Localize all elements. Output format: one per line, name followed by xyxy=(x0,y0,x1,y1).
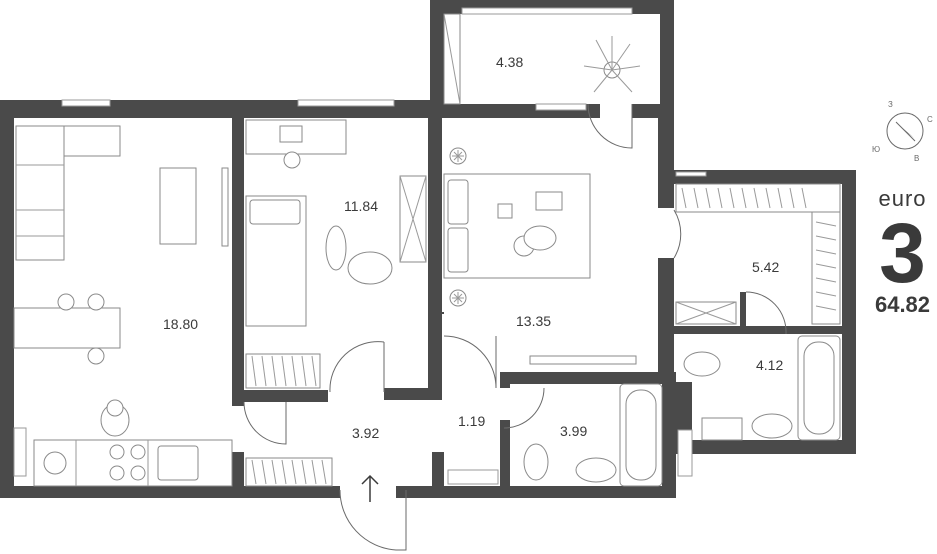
hall-wardrobe-hangers xyxy=(251,459,327,485)
room-count: 3 xyxy=(879,206,926,300)
area-balcony: 4.38 xyxy=(496,54,523,70)
area-hall: 3.92 xyxy=(352,425,379,441)
hall-furniture xyxy=(245,457,379,502)
area-bedroom-left: 11.84 xyxy=(344,198,378,214)
entrance-arrow-icon xyxy=(361,474,379,502)
compass-icon: З С В Ю xyxy=(872,100,933,163)
area-bedroom-right: 13.35 xyxy=(516,313,551,329)
area-labels: 18.80 11.84 13.35 4.38 5.42 4.12 3.92 1.… xyxy=(163,54,783,441)
area-living-kitchen: 18.80 xyxy=(163,316,198,332)
compass-north: З xyxy=(888,100,893,109)
area-corridor: 1.19 xyxy=(458,413,485,429)
compass-east: С xyxy=(927,115,933,124)
closet-hangers xyxy=(681,187,837,311)
compass-south: В xyxy=(914,154,919,163)
living-kitchen-furniture xyxy=(13,125,233,487)
compass-west: Ю xyxy=(872,145,880,154)
area-closet: 5.42 xyxy=(752,259,779,275)
bathroom-right-furniture xyxy=(683,335,841,441)
bedroom-left-furniture xyxy=(245,119,427,389)
area-bathroom-right: 4.12 xyxy=(756,357,783,373)
doors xyxy=(243,103,787,551)
walk-in-closet-furniture xyxy=(675,183,841,325)
total-area: 64.82 xyxy=(874,292,931,317)
wardrobe-hangers-left xyxy=(251,355,317,387)
bedroom-right-furniture xyxy=(443,147,637,365)
balcony-furniture xyxy=(443,13,641,105)
bathroom-middle-furniture xyxy=(523,383,663,487)
area-bathroom-middle: 3.99 xyxy=(560,423,587,439)
ventilation-icon xyxy=(449,147,467,307)
windows xyxy=(13,7,707,485)
plant-icon xyxy=(583,36,641,93)
apartment-type-label: euro xyxy=(878,186,927,211)
